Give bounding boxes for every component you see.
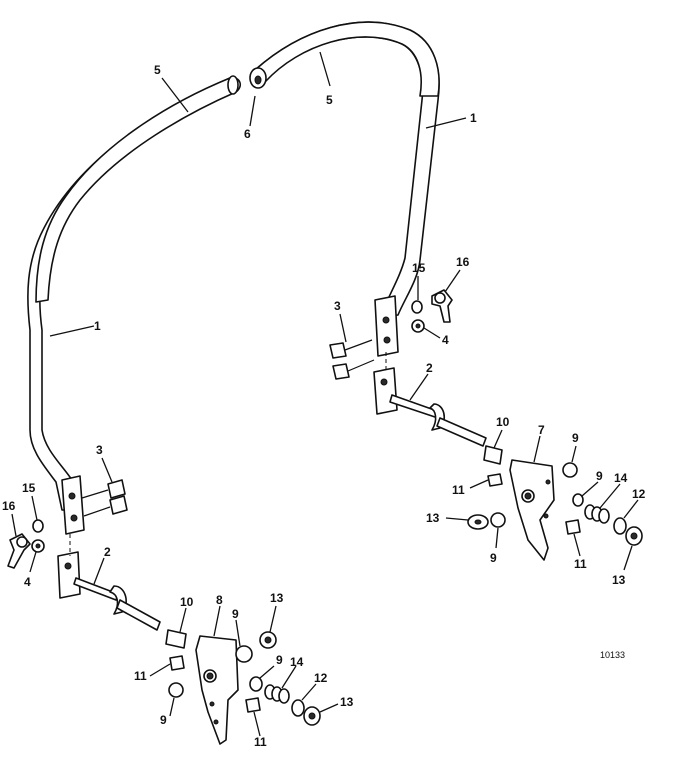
nut-4-right	[411, 319, 425, 333]
washer-9-left-lower	[168, 682, 184, 698]
spring-washers-14-right	[584, 504, 610, 524]
callout-11-right-lower: 11	[574, 557, 587, 571]
pivot-bracket-upper-right	[374, 295, 399, 357]
grip-foam-right	[249, 21, 440, 97]
bushing-9-left-top	[235, 645, 253, 663]
knob-16-left	[7, 533, 31, 569]
knob-16-right	[431, 289, 453, 323]
nut-13-right-inner	[467, 514, 489, 530]
callout-13-right-inner: 13	[426, 511, 440, 525]
callout-4-left: 4	[24, 575, 31, 589]
callout-5-right: 5	[326, 93, 333, 107]
bolt-11-right-upper	[487, 473, 503, 487]
pivot-bracket-upper-left	[61, 475, 85, 535]
callout-11-left-upper: 11	[134, 669, 147, 683]
callout-9-right-top: 9	[572, 431, 579, 445]
callout-11-right-upper: 11	[452, 483, 465, 497]
callout-2-left: 2	[104, 545, 111, 559]
pivot-shaft-right	[389, 394, 487, 447]
callout-3-right: 3	[334, 299, 341, 313]
pivot-bracket-lower-right	[373, 367, 398, 415]
callout-9-right-mid: 9	[596, 469, 603, 483]
washer-15-right	[411, 300, 423, 314]
callout-8: 8	[216, 593, 223, 607]
callout-4-right: 4	[442, 333, 449, 347]
callout-6: 6	[244, 127, 251, 141]
washer-12-right	[613, 517, 627, 535]
washer-9-right-lower	[490, 512, 506, 528]
callout-14-left: 14	[290, 655, 304, 669]
pivot-bracket-lower-left	[57, 551, 81, 599]
bolt-11-right-lower	[565, 519, 581, 535]
callout-16-right: 16	[456, 255, 470, 269]
callout-9-left-top: 9	[232, 607, 239, 621]
callout-14-right: 14	[614, 471, 628, 485]
bolt-11-left-lower	[245, 697, 261, 713]
callout-15-right: 15	[412, 261, 426, 275]
callout-1-right: 1	[470, 111, 477, 125]
callout-2-right: 2	[426, 361, 433, 375]
nut-4-left	[31, 539, 45, 553]
callout-9-right-lower: 9	[490, 551, 497, 565]
bushing-10-right	[483, 445, 503, 465]
callout-9-left-lower: 9	[160, 713, 167, 727]
callout-12-left: 12	[314, 671, 328, 685]
figure-reference-number: 10133	[600, 650, 625, 660]
callout-10-right: 10	[496, 415, 510, 429]
nut-13-left-top	[259, 631, 277, 649]
callout-15-left: 15	[22, 481, 36, 495]
spacer-9-left-mid	[249, 676, 263, 692]
callout-9-left-mid: 9	[276, 653, 283, 667]
callout-1-left: 1	[94, 319, 101, 333]
grip-foam-left	[35, 75, 242, 303]
spring-washers-14-left	[264, 684, 290, 704]
washer-12-left	[291, 699, 305, 717]
spacer-9-right-mid	[572, 493, 584, 507]
mount-plate-7	[509, 459, 555, 561]
callout-11-left-lower: 11	[254, 735, 267, 749]
callout-3-left: 3	[96, 443, 103, 457]
pivot-shaft-left	[73, 577, 161, 631]
bushing-10-left	[165, 629, 187, 649]
callout-13-right-outer: 13	[612, 573, 626, 587]
bushing-9-right-top	[562, 462, 578, 478]
callout-7: 7	[538, 423, 545, 437]
nut-13-left-outer	[303, 706, 321, 726]
callout-13-left-top: 13	[270, 591, 284, 605]
callout-16-left: 16	[2, 499, 16, 513]
bolt-3-left	[81, 479, 128, 517]
callout-12-right: 12	[632, 487, 646, 501]
nut-13-right-outer	[625, 526, 643, 546]
bolt-3-right	[329, 339, 375, 380]
mount-plate-8	[195, 635, 239, 745]
bolt-11-left-upper	[169, 655, 185, 671]
callout-5-left: 5	[154, 63, 161, 77]
leader-lines	[11, 51, 639, 737]
callout-10-left: 10	[180, 595, 194, 609]
washer-15-left	[32, 519, 44, 533]
callout-13-left-outer: 13	[340, 695, 354, 709]
